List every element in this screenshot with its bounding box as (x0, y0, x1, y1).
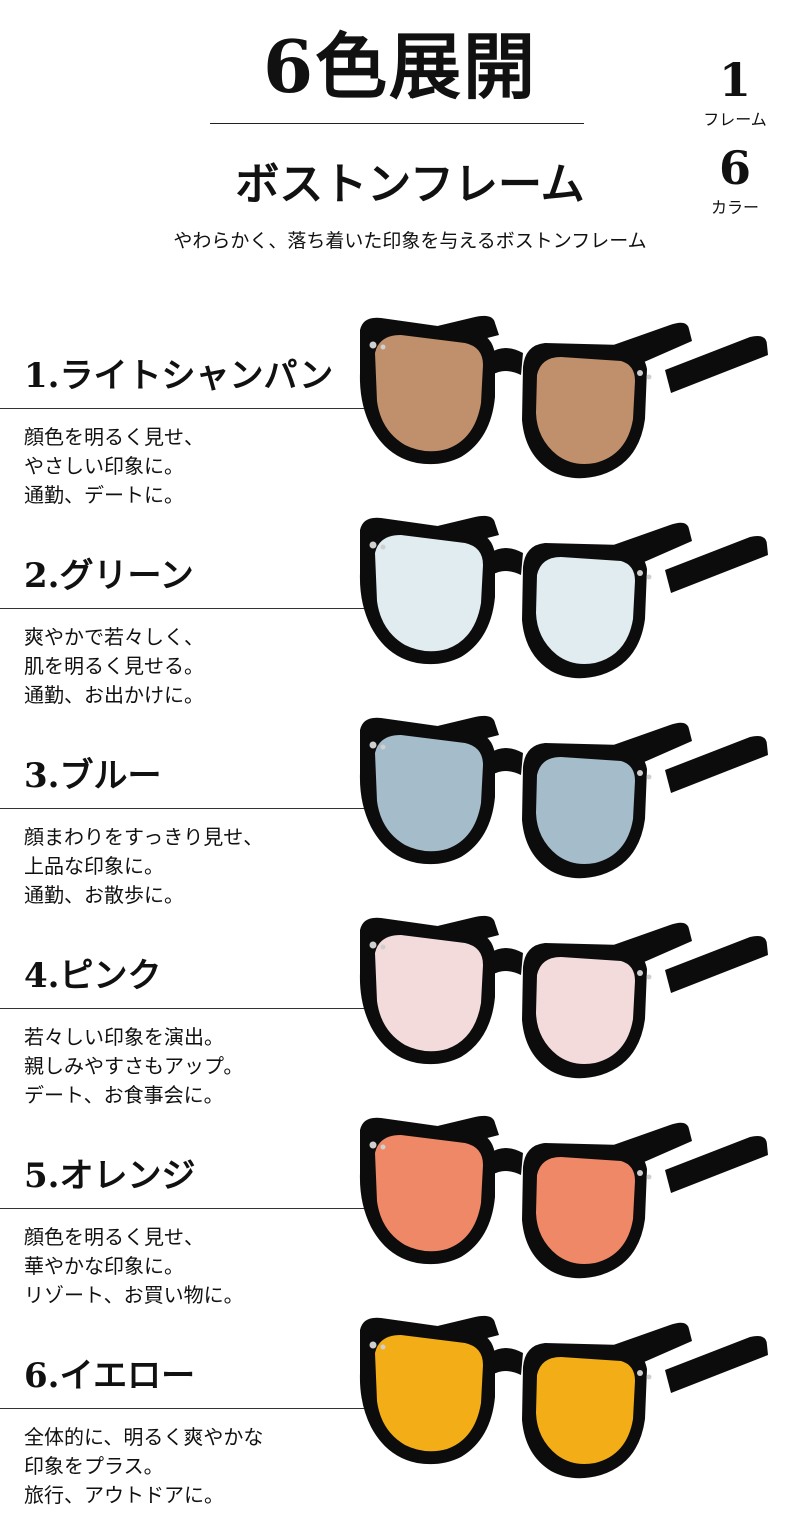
sunglasses-image (359, 715, 768, 879)
color-item-description: 全体的に、明るく爽やかな 印象をプラス。 旅行、アウトドアに。 (24, 1423, 263, 1510)
sunglasses-image (359, 1115, 768, 1279)
sunglasses-image (359, 515, 768, 679)
color-item-description: 爽やかで若々しく、 肌を明るく見せる。 通勤、お出かけに。 (24, 623, 204, 710)
description-line: やさしい印象に。 (24, 454, 184, 478)
frame-count-badge: 1 フレーム (680, 52, 790, 132)
lens (536, 357, 635, 464)
lens (375, 935, 483, 1052)
color-count-label: カラー (710, 198, 759, 217)
lens (536, 957, 635, 1064)
description-line: リゾート、お買い物に。 (24, 1283, 244, 1307)
sunglasses-image (359, 915, 768, 1079)
color-item-description: 顔まわりをすっきり見せ、 上品な印象に。 通勤、お散歩に。 (24, 823, 263, 910)
description-line: 印象をプラス。 (24, 1454, 164, 1478)
sunglasses-image (359, 1315, 768, 1479)
color-item-description: 若々しい印象を演出。 親しみやすさもアップ。 デート、お食事会に。 (24, 1023, 243, 1110)
item-divider (0, 1008, 380, 1009)
lens (375, 1335, 483, 1452)
color-count-badge: 6 カラー (680, 140, 790, 220)
description-line: 親しみやすさもアップ。 (24, 1054, 244, 1078)
color-item-title: 5.オレンジ (24, 1156, 196, 1196)
description-line: 若々しい印象を演出。 (24, 1025, 224, 1049)
color-item-6: 6.イエロー 全体的に、明るく爽やかな 印象をプラス。 旅行、アウトドアに。 (0, 1315, 790, 1535)
color-item-5: 5.オレンジ 顔色を明るく見せ、 華やかな印象に。 リゾート、お買い物に。 (0, 1115, 790, 1335)
lens (375, 735, 483, 852)
header-divider (210, 123, 584, 124)
description-line: デート、お食事会に。 (24, 1083, 224, 1107)
item-divider (0, 1208, 380, 1209)
lens (536, 1157, 635, 1264)
lens (375, 1135, 483, 1252)
description-line: 全体的に、明るく爽やかな (24, 1425, 264, 1449)
description-line: 顔色を明るく見せ、 (24, 425, 204, 449)
description-line: 通勤、お出かけに。 (24, 683, 204, 707)
color-item-title: 6.イエロー (24, 1356, 196, 1396)
item-divider (0, 608, 380, 609)
item-divider (0, 408, 380, 409)
description-line: 通勤、デートに。 (24, 483, 184, 507)
color-item-description: 顔色を明るく見せ、 やさしい印象に。 通勤、デートに。 (24, 423, 204, 510)
color-count: 6 (718, 141, 751, 195)
frame-type-title: ボストンフレーム (235, 159, 585, 210)
page-headline: 6色展開 (262, 24, 538, 109)
color-item-title: 2.グリーン (24, 556, 194, 596)
color-item-2: 2.グリーン 爽やかで若々しく、 肌を明るく見せる。 通勤、お出かけに。 (0, 515, 790, 735)
description-line: 肌を明るく見せる。 (24, 654, 204, 678)
description-line: 爽やかで若々しく、 (24, 625, 204, 649)
lens (375, 535, 483, 652)
color-item-title: 4.ピンク (24, 956, 162, 996)
lens (536, 1357, 635, 1464)
color-item-title: 3.ブルー (24, 756, 162, 796)
description-line: 旅行、アウトドアに。 (24, 1483, 224, 1507)
color-item-1: 1.ライトシャンパン 顔色を明るく見せ、 やさしい印象に。 通勤、デートに。 (0, 315, 790, 535)
description-line: 通勤、お散歩に。 (24, 883, 184, 907)
description-line: 顔まわりをすっきり見せ、 (24, 825, 264, 849)
color-item-3: 3.ブルー 顔まわりをすっきり見せ、 上品な印象に。 通勤、お散歩に。 (0, 715, 790, 935)
frame-count: 1 (718, 53, 751, 107)
description-line: 顔色を明るく見せ、 (24, 1225, 204, 1249)
color-item-4: 4.ピンク 若々しい印象を演出。 親しみやすさもアップ。 デート、お食事会に。 (0, 915, 790, 1135)
description-line: 華やかな印象に。 (24, 1254, 184, 1278)
lens (375, 335, 483, 452)
sunglasses-image (359, 315, 768, 479)
description-line: 上品な印象に。 (24, 854, 164, 878)
frame-tagline: やわらかく、落ち着いた印象を与えるボストンフレーム (173, 230, 647, 252)
color-item-title: 1.ライトシャンパン (24, 356, 334, 396)
frame-count-label: フレーム (703, 110, 767, 129)
lens (536, 757, 635, 864)
item-divider (0, 808, 380, 809)
lens (536, 557, 635, 664)
color-item-description: 顔色を明るく見せ、 華やかな印象に。 リゾート、お買い物に。 (24, 1223, 244, 1310)
item-divider (0, 1408, 380, 1409)
